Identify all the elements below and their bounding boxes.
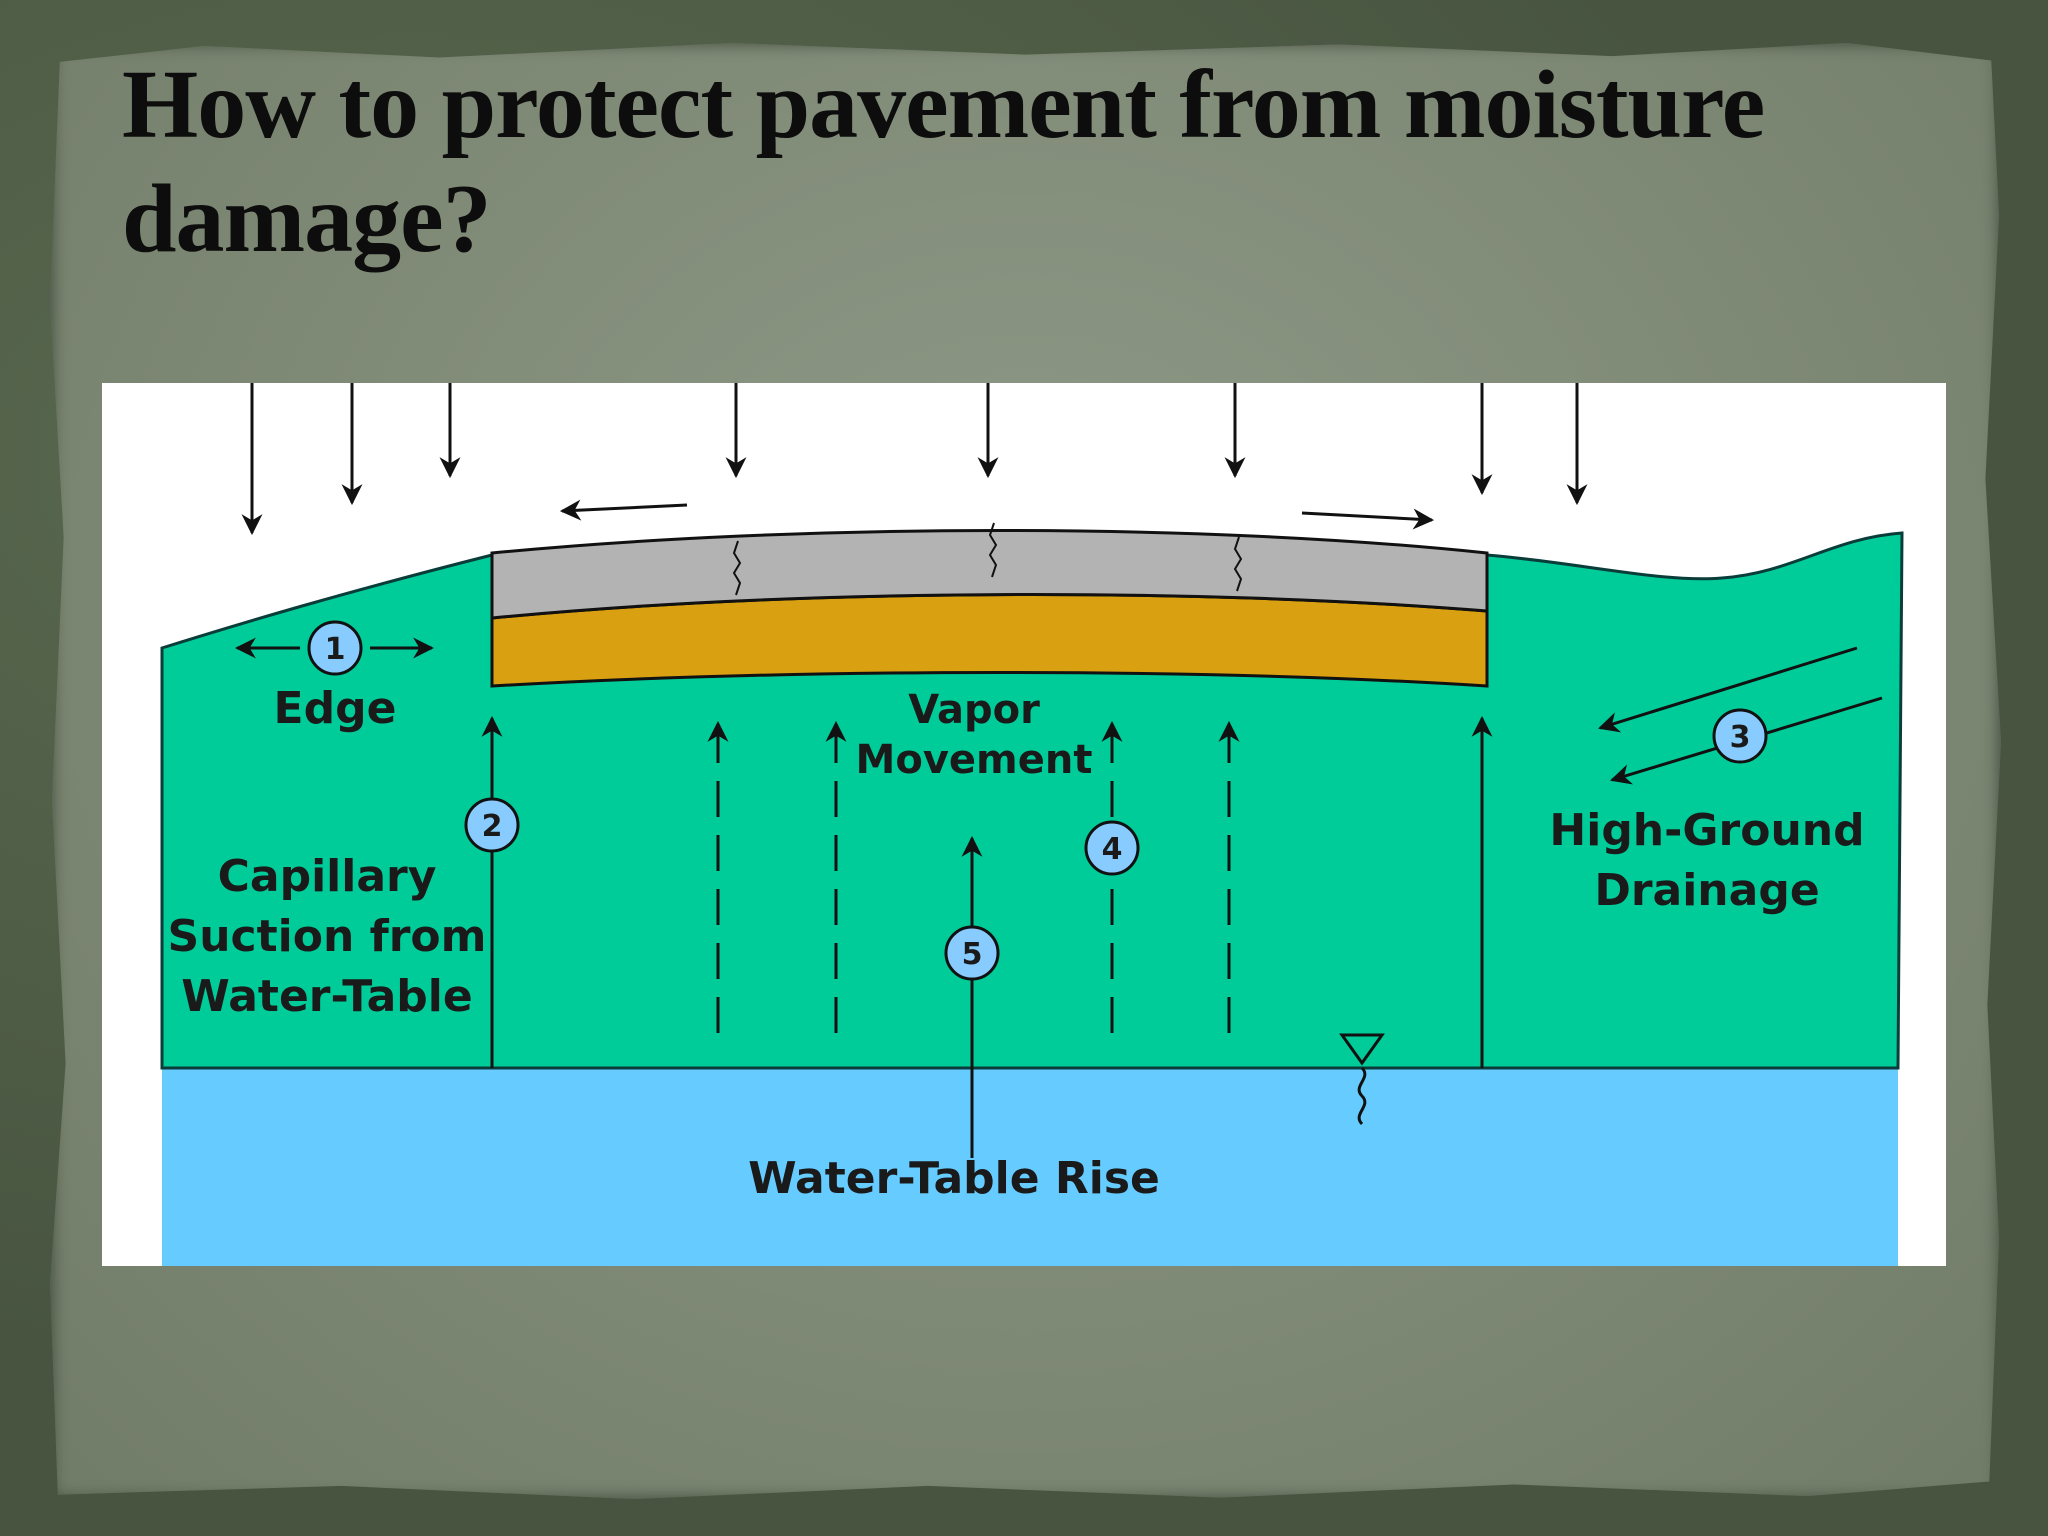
pavement-crack bbox=[1233, 536, 1243, 592]
marker-5-label: 5 bbox=[962, 937, 983, 972]
marker-2-label: 2 bbox=[482, 809, 503, 844]
water-table-symbol bbox=[1339, 1033, 1385, 1126]
pavement-crack bbox=[732, 540, 742, 596]
high-ground-label-line1: High-Ground bbox=[1549, 805, 1864, 856]
pavement-crack bbox=[988, 522, 998, 578]
marker-1-label: 1 bbox=[325, 632, 346, 667]
moisture-diagram: 1 2 3 4 5 Edge Capillary Suction from Wa… bbox=[102, 383, 1946, 1266]
marker-5: 5 bbox=[944, 925, 1000, 981]
high-ground-label-line2: Drainage bbox=[1594, 865, 1819, 916]
runoff-arrow-left bbox=[559, 499, 688, 521]
groundwater-region bbox=[162, 1068, 1898, 1266]
marker-2: 2 bbox=[464, 797, 520, 853]
water-table-rise-label: Water-Table Rise bbox=[748, 1153, 1160, 1204]
marker-1: 1 bbox=[307, 620, 363, 676]
marker-3: 3 bbox=[1712, 708, 1768, 764]
vapor-label-line1: Vapor bbox=[908, 687, 1040, 733]
slide-title: How to protect pavement from moisture da… bbox=[122, 51, 1765, 273]
capillary-label-line1: Capillary bbox=[218, 851, 437, 902]
edge-label: Edge bbox=[274, 683, 397, 734]
capillary-arrows bbox=[481, 715, 1493, 1068]
marker-4: 4 bbox=[1084, 820, 1140, 876]
precipitation-arrows bbox=[241, 383, 1588, 536]
runoff-arrows bbox=[559, 499, 1435, 530]
runoff-arrow-right bbox=[1301, 508, 1435, 530]
base-course-layer bbox=[490, 593, 1489, 688]
capillary-label-line3: Water-Table bbox=[181, 971, 472, 1022]
marker-4-label: 4 bbox=[1102, 832, 1123, 867]
marker-3-label: 3 bbox=[1730, 720, 1751, 755]
vapor-label-line2: Movement bbox=[856, 737, 1093, 783]
capillary-label-line2: Suction from bbox=[168, 911, 487, 962]
